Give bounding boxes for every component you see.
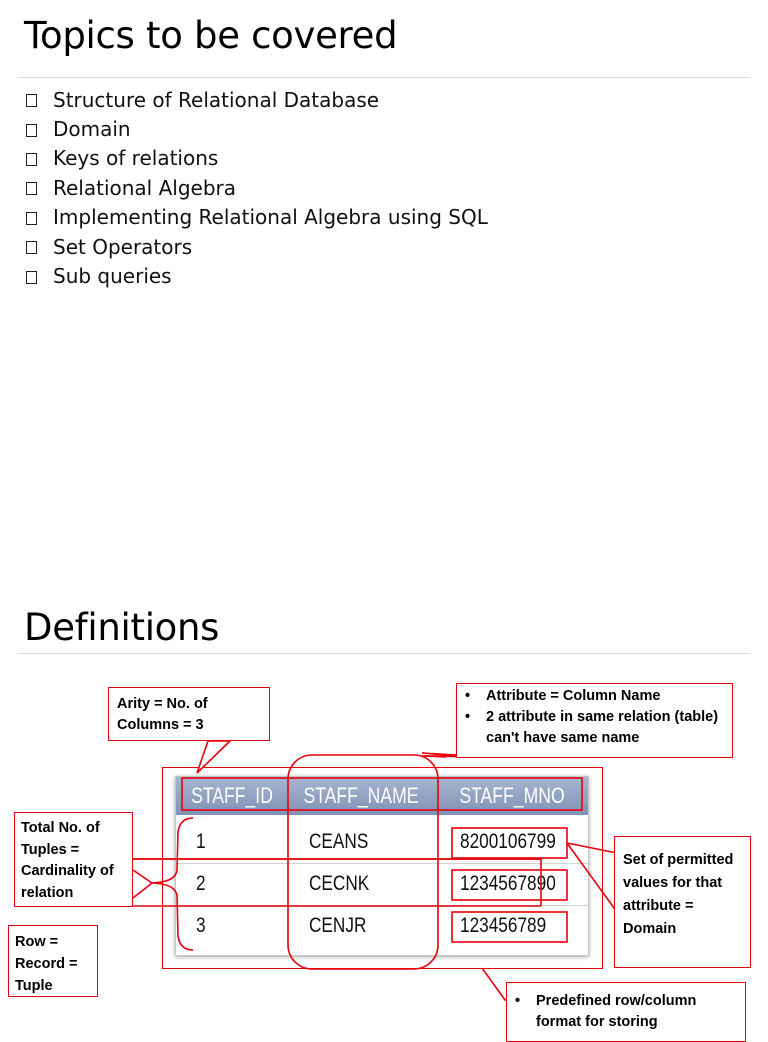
- topics-list: Structure of Relational Database Domain …: [26, 85, 488, 291]
- slide-definitions: Definitions STAFF_ID STAFF_NAME STAFF_MN…: [0, 580, 768, 1024]
- list-item: Implementing Relational Algebra using SQ…: [26, 203, 488, 232]
- list-item: Sub queries: [26, 261, 488, 290]
- list-item: Predefined row/column format for storing: [507, 991, 741, 1033]
- domain-value-box: [452, 828, 567, 858]
- domain-value-box: [452, 912, 567, 942]
- relation-callout: Predefined row/column format for storing: [506, 982, 746, 1042]
- title-divider: [18, 77, 750, 78]
- list-item: Keys of relations: [26, 144, 488, 173]
- list-item: Attribute = Column Name: [457, 686, 728, 707]
- row-callout: Row = Record = Tuple: [8, 925, 98, 997]
- list-item: Domain: [26, 114, 488, 143]
- bullet-box-icon: [26, 271, 37, 284]
- bullet-box-icon: [26, 241, 37, 254]
- list-item: 2 attribute in same relation (table) can…: [457, 707, 728, 749]
- bullet-box-icon: [26, 124, 37, 137]
- bullet-box-icon: [26, 94, 37, 107]
- tuples-callout: Total No. of Tuples = Cardinality of rel…: [14, 812, 133, 907]
- bullet-box-icon: [26, 212, 37, 225]
- arity-callout: Arity = No. of Columns = 3: [108, 687, 270, 741]
- bullet-box-icon: [26, 182, 37, 195]
- header-highlight: [182, 778, 582, 810]
- rows-bracket: [152, 818, 193, 950]
- list-item: Structure of Relational Database: [26, 85, 488, 114]
- attribute-callout: Attribute = Column Name 2 attribute in s…: [456, 683, 733, 758]
- bullet-box-icon: [26, 153, 37, 166]
- list-item: Relational Algebra: [26, 173, 488, 202]
- slide-topics: Topics to be covered Structure of Relati…: [0, 0, 768, 580]
- domain-value-box: [452, 870, 567, 900]
- column-highlight: [288, 755, 438, 969]
- list-item: Set Operators: [26, 232, 488, 261]
- domain-callout: Set of permitted values for that attribu…: [614, 836, 751, 968]
- slide-title: Topics to be covered: [24, 14, 397, 57]
